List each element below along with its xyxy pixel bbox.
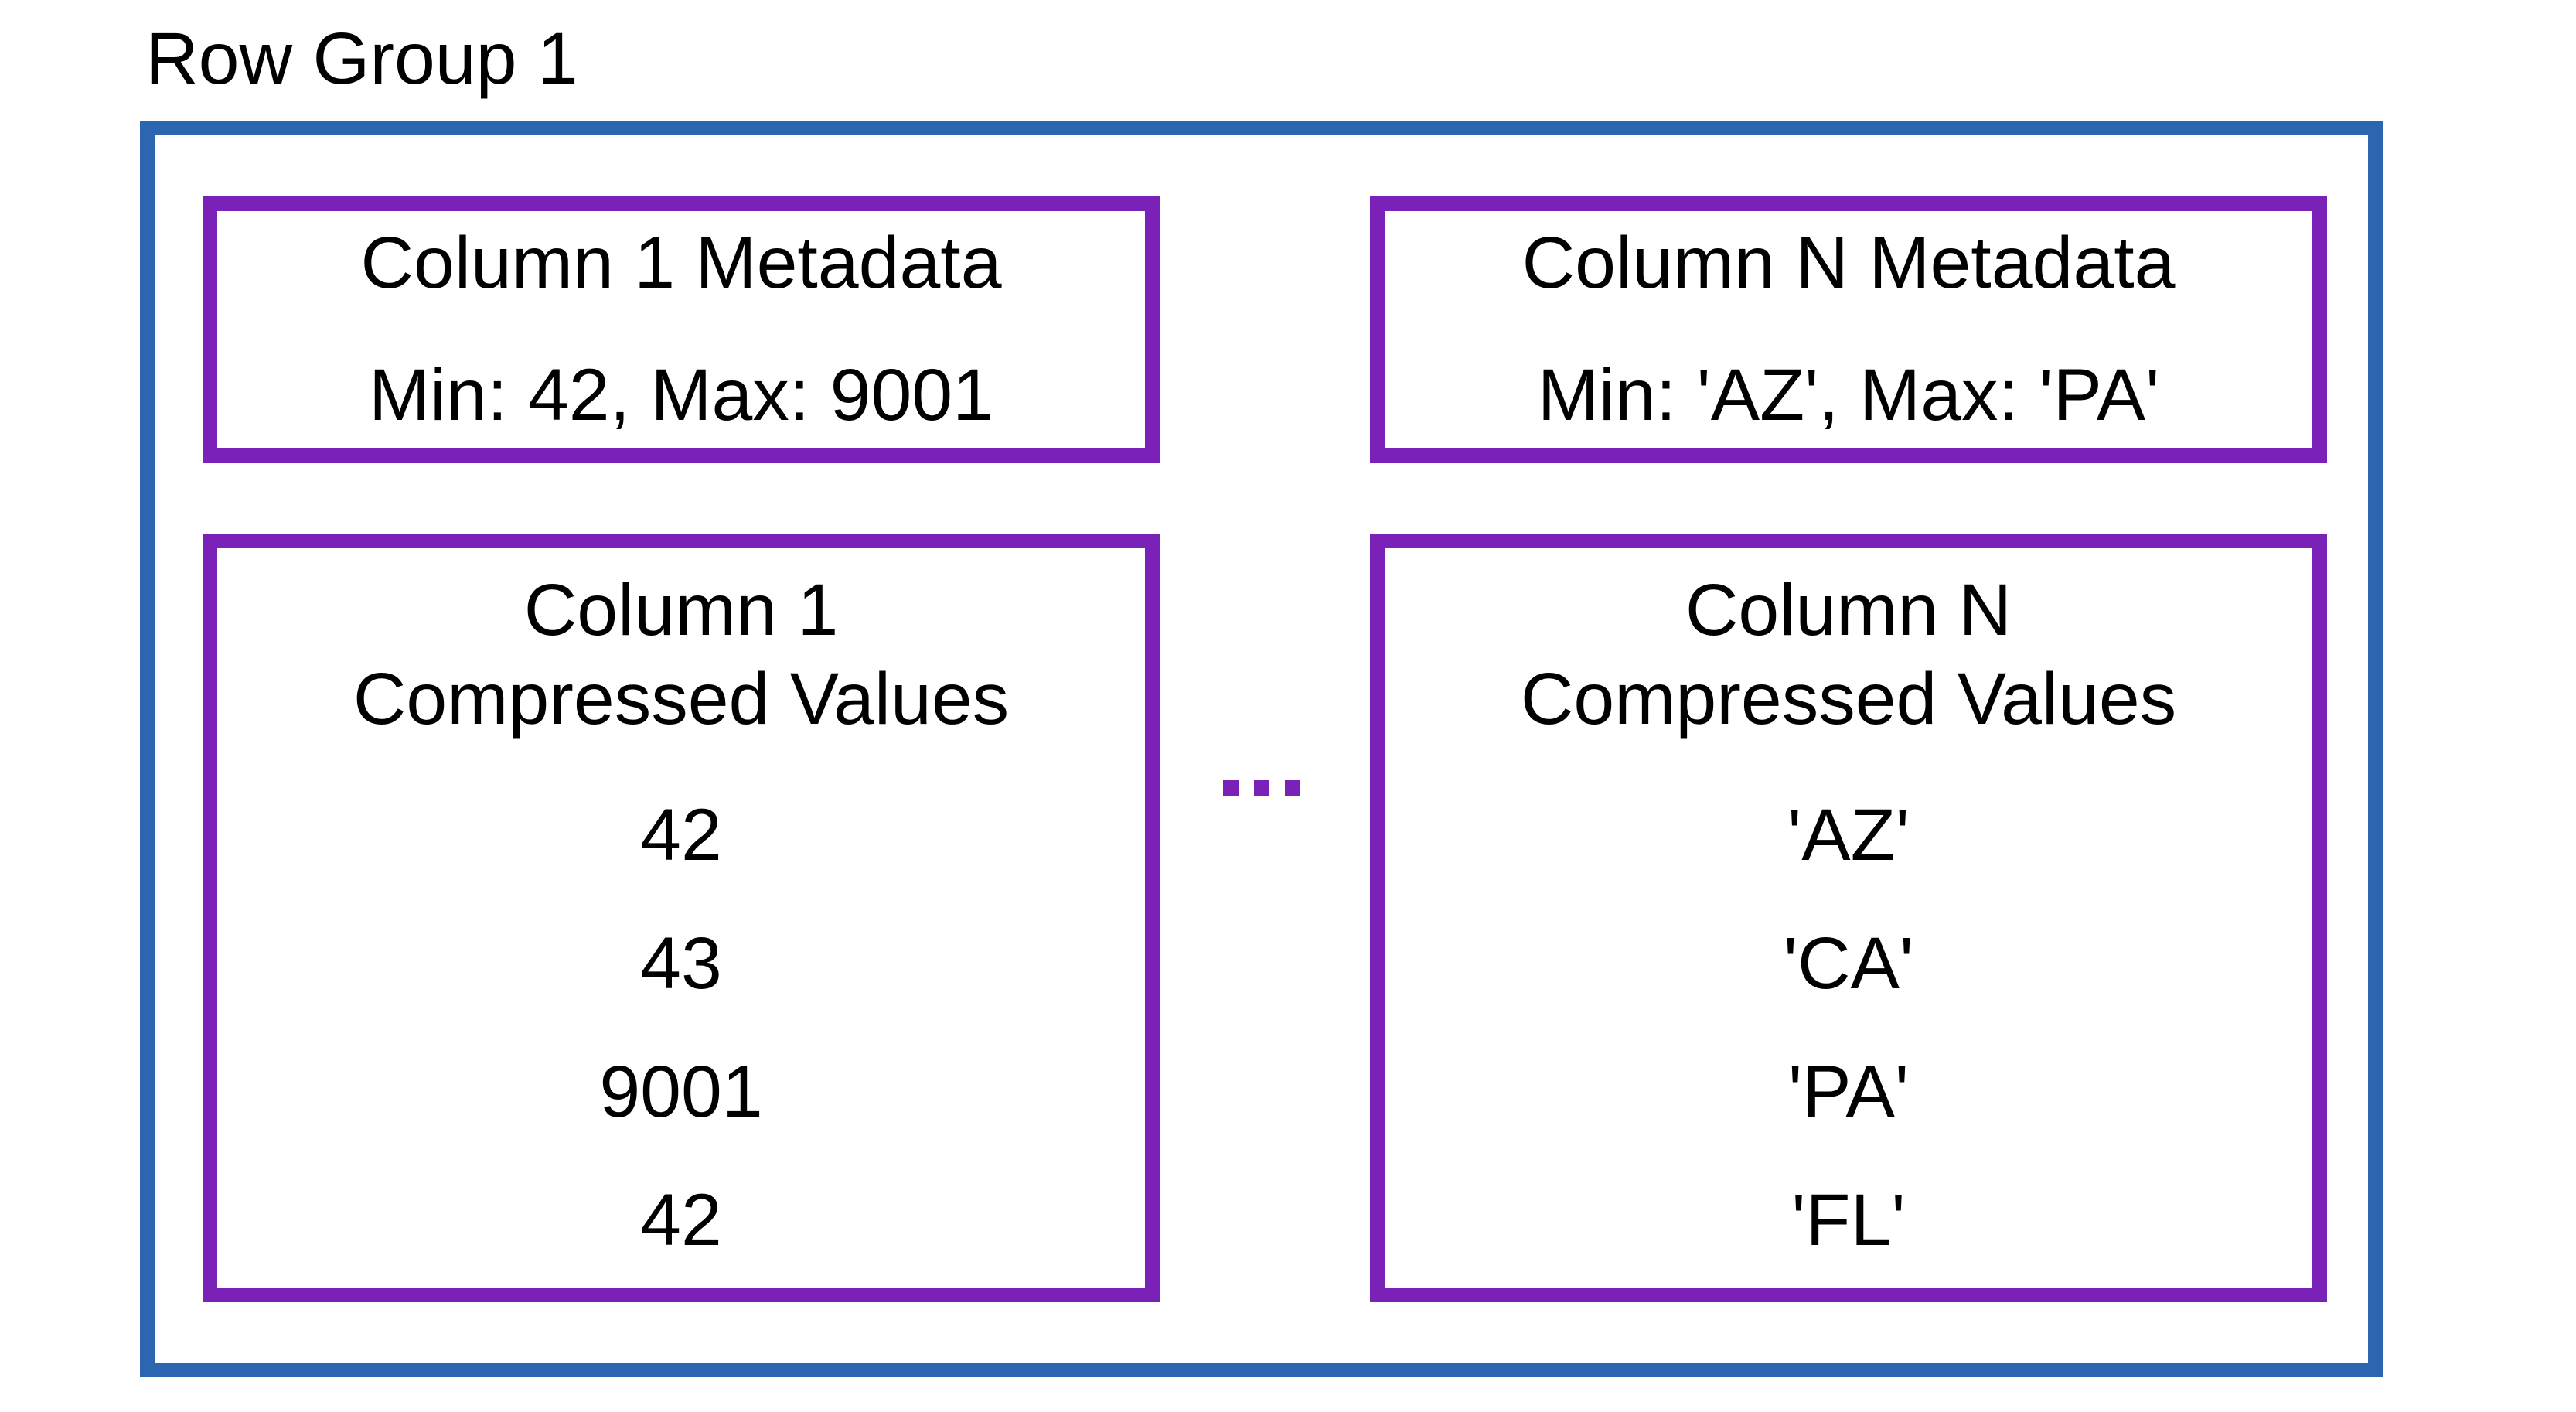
column1-value: 43 bbox=[640, 923, 722, 1004]
row-group-border bbox=[140, 121, 2383, 1377]
column1-value: 42 bbox=[640, 1179, 722, 1261]
ellipsis-dots bbox=[1223, 780, 1300, 796]
columnN-compressed-values-box: Column N Compressed Values 'AZ' 'CA' 'PA… bbox=[1370, 534, 2327, 1302]
columnN-metadata-stats: Min: 'AZ', Max: 'PA' bbox=[1537, 354, 2160, 436]
column1-compressed-title-line2: Compressed Values bbox=[353, 658, 1010, 740]
columnN-value: 'PA' bbox=[1788, 1051, 1909, 1133]
columnN-metadata-title: Column N Metadata bbox=[1521, 222, 2176, 304]
column1-metadata-stats: Min: 42, Max: 9001 bbox=[369, 354, 993, 436]
column1-value: 9001 bbox=[599, 1051, 763, 1133]
ellipsis-dot bbox=[1223, 780, 1239, 796]
column1-metadata-title: Column 1 Metadata bbox=[360, 222, 1002, 304]
columnN-value: 'FL' bbox=[1791, 1179, 1906, 1261]
column1-compressed-title-line1: Column 1 bbox=[523, 569, 839, 651]
ellipsis-dot bbox=[1254, 780, 1269, 796]
columnN-compressed-title-line2: Compressed Values bbox=[1520, 658, 2177, 740]
columnN-value: 'CA' bbox=[1783, 923, 1914, 1004]
row-group-label: Row Group 1 bbox=[145, 18, 578, 100]
column1-value: 42 bbox=[640, 794, 722, 876]
columnN-metadata-box: Column N Metadata Min: 'AZ', Max: 'PA' bbox=[1370, 196, 2327, 463]
column1-metadata-box: Column 1 Metadata Min: 42, Max: 9001 bbox=[203, 196, 1160, 463]
ellipsis-dot bbox=[1285, 780, 1300, 796]
columnN-value: 'AZ' bbox=[1787, 794, 1910, 876]
columnN-compressed-title-line1: Column N bbox=[1685, 569, 2012, 651]
column1-compressed-values-box: Column 1 Compressed Values 42 43 9001 42 bbox=[203, 534, 1160, 1302]
